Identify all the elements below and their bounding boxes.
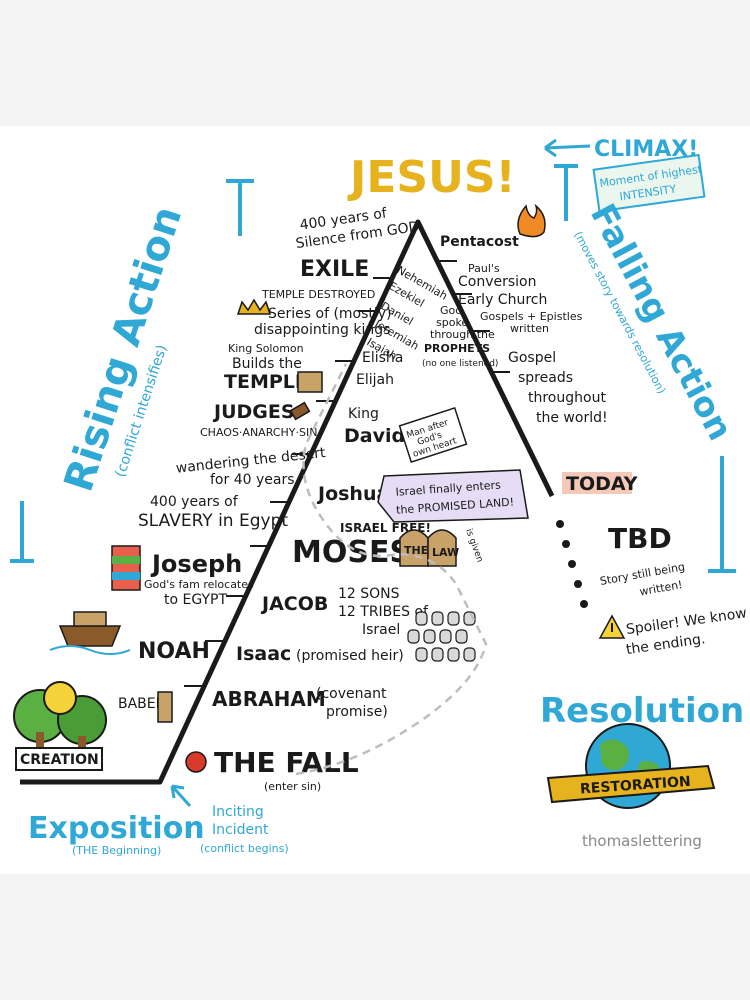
spread-line1: Gospel <box>508 350 556 366</box>
law-given: is given <box>463 528 484 564</box>
king-label: King <box>348 406 379 422</box>
prophets-note-line5: (no one listened) <box>422 359 498 369</box>
moses-label: MOSES <box>292 535 411 570</box>
solomon-line3: TEMPLE <box>224 371 308 393</box>
inciting-line2: Incident <box>212 822 269 838</box>
joseph-line2: to EGYPT <box>164 592 227 608</box>
sons-line3: Israel <box>362 622 400 638</box>
warning-icon <box>598 614 626 639</box>
wander-line2: for 40 years <box>210 472 295 488</box>
exile-label: EXILE <box>300 257 369 282</box>
noah-label: NOAH <box>138 639 210 664</box>
inciting-arrow <box>170 784 192 808</box>
tablets-icon <box>399 529 457 567</box>
david-label: David <box>344 425 405 447</box>
solomon-line2: Builds the <box>232 356 302 372</box>
climax-note-box <box>592 153 706 213</box>
restoration-text: RESTORATION <box>580 774 692 798</box>
tbd-label: TBD <box>608 522 672 555</box>
law-line2: LAW <box>432 546 459 559</box>
timeline-ticks <box>184 260 510 687</box>
temple-icon <box>297 371 323 393</box>
sons-line2: 12 TRIBES of <box>338 604 429 620</box>
paul-line2: Conversion <box>458 274 537 290</box>
abraham-label: ABRAHAM <box>212 687 326 711</box>
spread-line4: the world! <box>536 410 608 426</box>
apple-icon <box>185 751 207 773</box>
resolution-heading: Resolution <box>540 691 744 731</box>
inciting-sub: (conflict begins) <box>200 842 289 855</box>
david-note-box <box>398 407 468 463</box>
prophet-6: Elisha <box>362 350 403 366</box>
kings-line2: disappointing kings <box>254 322 390 338</box>
kings-line1: Series of (mostly) <box>268 306 392 322</box>
rising-bracket <box>10 179 254 563</box>
restoration-banner <box>546 764 716 804</box>
tribes-icon <box>407 611 476 662</box>
sons-line1: 12 SONS <box>338 586 400 602</box>
solomon-line1: King Solomon <box>228 342 304 355</box>
flame-icon <box>517 203 546 238</box>
prophets-note-line3: through the <box>430 328 495 341</box>
joseph-label: Joseph <box>150 550 242 578</box>
joshua-label: Joshua <box>316 483 389 505</box>
credit-text: thomaslettering <box>582 832 702 850</box>
spread-line2: spreads <box>518 370 573 386</box>
abraham-note-line1: (covenant <box>316 686 387 702</box>
prophets-note-line1: God <box>440 304 462 317</box>
abraham-note-line2: promise) <box>326 704 388 720</box>
gospels-line2: written <box>510 322 549 335</box>
fall-label: THE FALL <box>214 746 359 779</box>
inciting-line1: Inciting <box>212 804 264 820</box>
climax-arrow <box>544 138 591 158</box>
future-dots <box>556 520 588 608</box>
paul-line1: Paul's <box>468 262 500 275</box>
babel-label: BABEL <box>118 696 164 712</box>
prophet-7: Elijah <box>356 372 394 388</box>
robe-icon <box>111 545 141 591</box>
ark-icon <box>49 611 131 655</box>
slavery-line1: 400 years of <box>150 494 239 510</box>
today-label: TODAY <box>566 473 638 495</box>
joseph-line1: God's fam relocates <box>144 578 254 591</box>
judges-sub: CHAOS·ANARCHY·SIN <box>200 426 317 439</box>
judges-label: JUDGES <box>212 401 295 423</box>
prophets-note-line2: spoke <box>436 316 468 329</box>
prophets-note-line4: PROPHETS <box>424 342 490 355</box>
isaac-label: Isaac <box>236 643 291 665</box>
gospels-line1: Gospels + Epistles <box>480 310 583 323</box>
tower-icon <box>157 691 173 723</box>
jacob-label: JACOB <box>260 593 328 615</box>
tbd-line2: written! <box>639 578 684 598</box>
exposition-sub: (THE Beginning) <box>72 844 161 857</box>
today-highlight <box>562 472 632 494</box>
temple-destroyed: TEMPLE DESTROYED <box>261 288 375 301</box>
crown-icon <box>236 298 272 315</box>
story-arc-diagram: JESUS! CLIMAX! Moment of highest INTENSI… <box>10 137 748 857</box>
gavel-icon <box>289 401 311 421</box>
pentecost-label: Pentacost <box>440 234 519 250</box>
spread-line3: throughout <box>528 390 606 406</box>
joshua-note-bubble <box>377 469 529 523</box>
fall-sub: (enter sin) <box>264 780 321 793</box>
journey-dashed-path <box>295 363 488 776</box>
creation-trees-icon <box>13 681 107 760</box>
slavery-line2: SLAVERY in Egypt <box>138 511 288 531</box>
creation-sign <box>15 747 103 771</box>
law-line1: THE <box>404 544 428 557</box>
story-arc-card: JESUS! CLIMAX! Moment of highest INTENSI… <box>0 126 750 874</box>
climax-title: JESUS! <box>347 152 516 203</box>
exposition-heading: Exposition <box>28 811 205 846</box>
falling-bracket <box>554 164 736 573</box>
creation-label: CREATION <box>20 752 99 768</box>
isaac-note: (promised heir) <box>296 648 404 664</box>
early-church: Early Church <box>458 292 547 308</box>
